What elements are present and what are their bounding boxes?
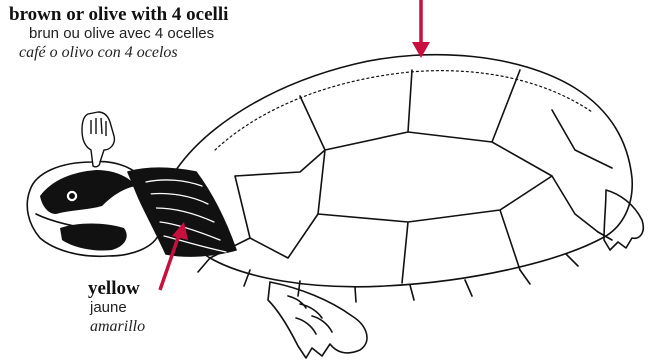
front-leg-scales — [288, 296, 332, 334]
stripe-description-spanish: amarillo — [88, 317, 145, 336]
arrow-top — [412, 0, 430, 58]
neck-description-label: brown or olive with 4 ocelli brun ou oli… — [9, 4, 228, 62]
shell-scute-lines — [210, 70, 612, 283]
turtle-shell — [167, 55, 632, 287]
rear-leg — [604, 190, 643, 250]
neck-description-english: brown or olive with 4 ocelli — [9, 4, 228, 25]
pointing-hand-icon — [82, 112, 114, 167]
stripe-description-label: yellow jaune amarillo — [88, 278, 145, 336]
neck-description-spanish: café o olivo con 4 ocelos — [17, 43, 228, 62]
neck-description-french: brun ou olive avec 4 ocelles — [27, 25, 228, 43]
turtle-pupil — [69, 193, 75, 199]
stripe-description-french: jaune — [88, 299, 145, 317]
head-markings — [40, 170, 136, 251]
stripe-description-english: yellow — [88, 278, 145, 299]
shell-rim-dotted — [215, 71, 592, 150]
front-leg — [268, 282, 367, 358]
